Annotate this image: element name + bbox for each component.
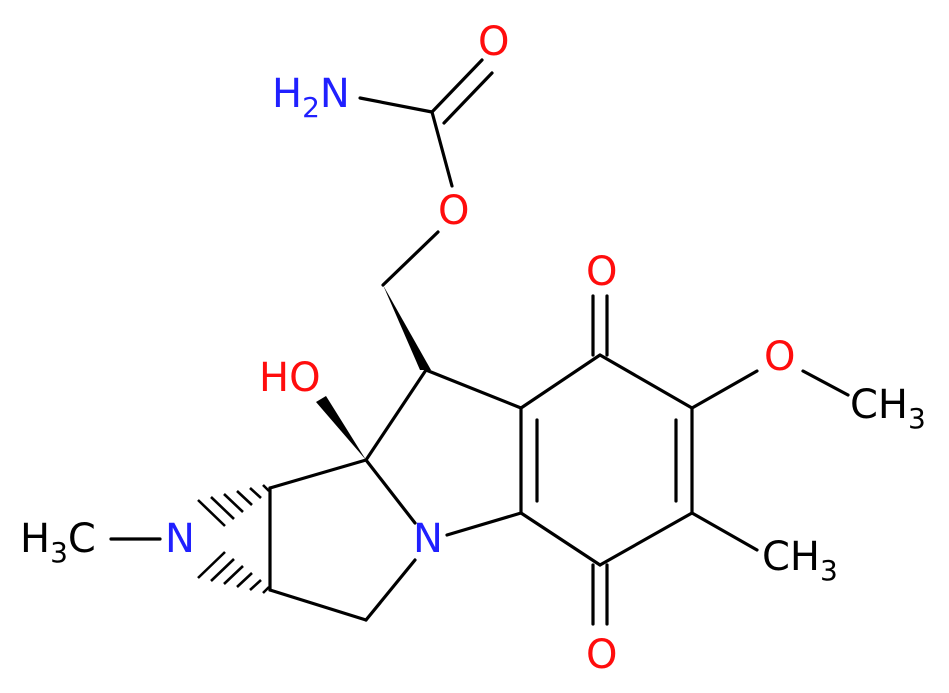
- bond-ester-o-ch2: [381, 230, 440, 287]
- bond-c9-c9a: [364, 368, 428, 462]
- methoxy-oxygen-label: O: [764, 334, 795, 380]
- bond-c8a-c8: [519, 353, 602, 410]
- bond-c3-n4: [364, 558, 417, 622]
- methyl-label: CH3: [762, 534, 838, 587]
- hydroxyl-label: HO: [259, 355, 321, 401]
- methoxy-methyl-label: CH3: [850, 382, 926, 435]
- bond-c9a-n4: [364, 458, 417, 525]
- bond-carbonyl-ester-o: [430, 110, 454, 188]
- wedge-bond-ch2: [383, 285, 431, 370]
- bond-c8-c7: [598, 353, 694, 410]
- bond-c7-methoxy-o: [690, 369, 759, 410]
- bond-c5-c4a: [519, 511, 602, 567]
- bond-c9-c8a: [424, 368, 523, 410]
- bond-c6-c5: [598, 511, 694, 567]
- hashed-wedge-c1-n: [197, 484, 270, 527]
- aziridine-methyl-label: H3C: [20, 516, 96, 569]
- bond-methoxy-o-ch3: [801, 369, 850, 397]
- aziridine-nitrogen-label: N: [165, 516, 195, 562]
- wedge-bond-hydroxyl: [316, 396, 366, 460]
- hashed-wedge-c2-n: [197, 551, 270, 594]
- quinone-oxygen-bottom-label: O: [586, 632, 617, 678]
- bond-c2-c3: [268, 588, 368, 622]
- amine-label: H2N: [272, 71, 350, 124]
- ring-nitrogen-label: N: [413, 516, 443, 562]
- bond-c6-methyl: [690, 511, 759, 552]
- carbonyl-oxygen-label: O: [478, 19, 509, 65]
- bond-c9a-c1: [268, 458, 368, 490]
- ester-oxygen-label: O: [438, 188, 469, 234]
- bond-carbonyl-double-2: [442, 71, 494, 125]
- bond-n4-c4a: [445, 511, 523, 537]
- bond-carbonyl-double-1: [430, 58, 484, 114]
- bond-n-carbonyl: [358, 96, 434, 114]
- quinone-oxygen-top-label: O: [586, 249, 617, 295]
